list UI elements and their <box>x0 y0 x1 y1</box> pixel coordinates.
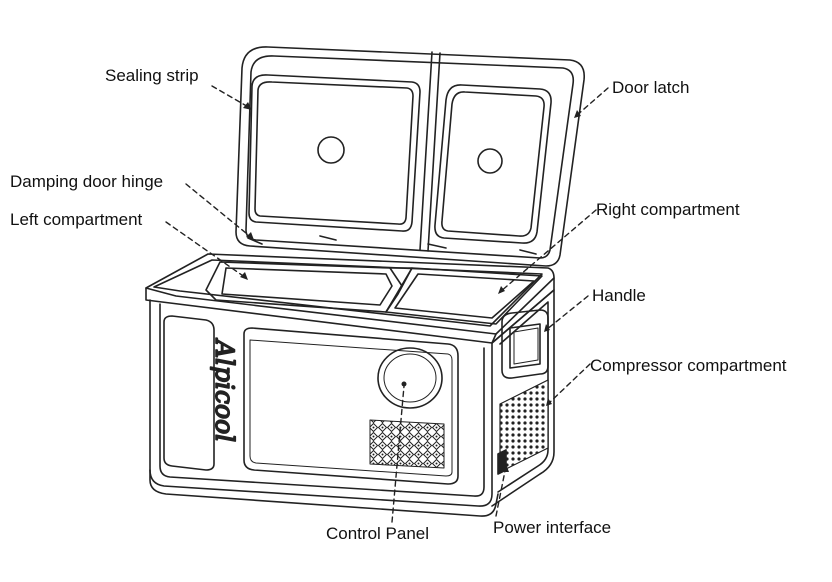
body <box>145 253 555 517</box>
label-damping-door-hinge: Damping door hinge <box>10 172 164 191</box>
leader-left-compartment <box>165 221 247 279</box>
brand-logo: Alpicool <box>210 338 239 442</box>
leader-sealing-strip <box>211 85 251 109</box>
leader-handle <box>545 295 589 331</box>
leader-door-latch <box>575 87 609 117</box>
leader-damping-door-hinge <box>185 183 253 239</box>
label-control-panel: Control Panel <box>326 524 430 543</box>
leader-right-compartment <box>499 209 597 293</box>
leader-power-interface <box>495 465 507 517</box>
label-door-latch: Door latch <box>612 78 690 97</box>
label-handle: Handle <box>592 286 646 305</box>
leader-arrowheads <box>240 102 581 472</box>
lid <box>235 46 586 267</box>
label-left-compartment: Left compartment <box>10 210 143 229</box>
leader-compressor-compartment <box>547 363 591 405</box>
label-right-compartment: Right compartment <box>596 200 740 219</box>
label-power-interface: Power interface <box>493 518 612 537</box>
label-compressor-compartment: Compressor compartment <box>590 356 787 375</box>
leader-lines <box>165 85 609 523</box>
label-sealing-strip: Sealing strip <box>105 66 199 85</box>
leader-control-panel <box>391 385 405 523</box>
